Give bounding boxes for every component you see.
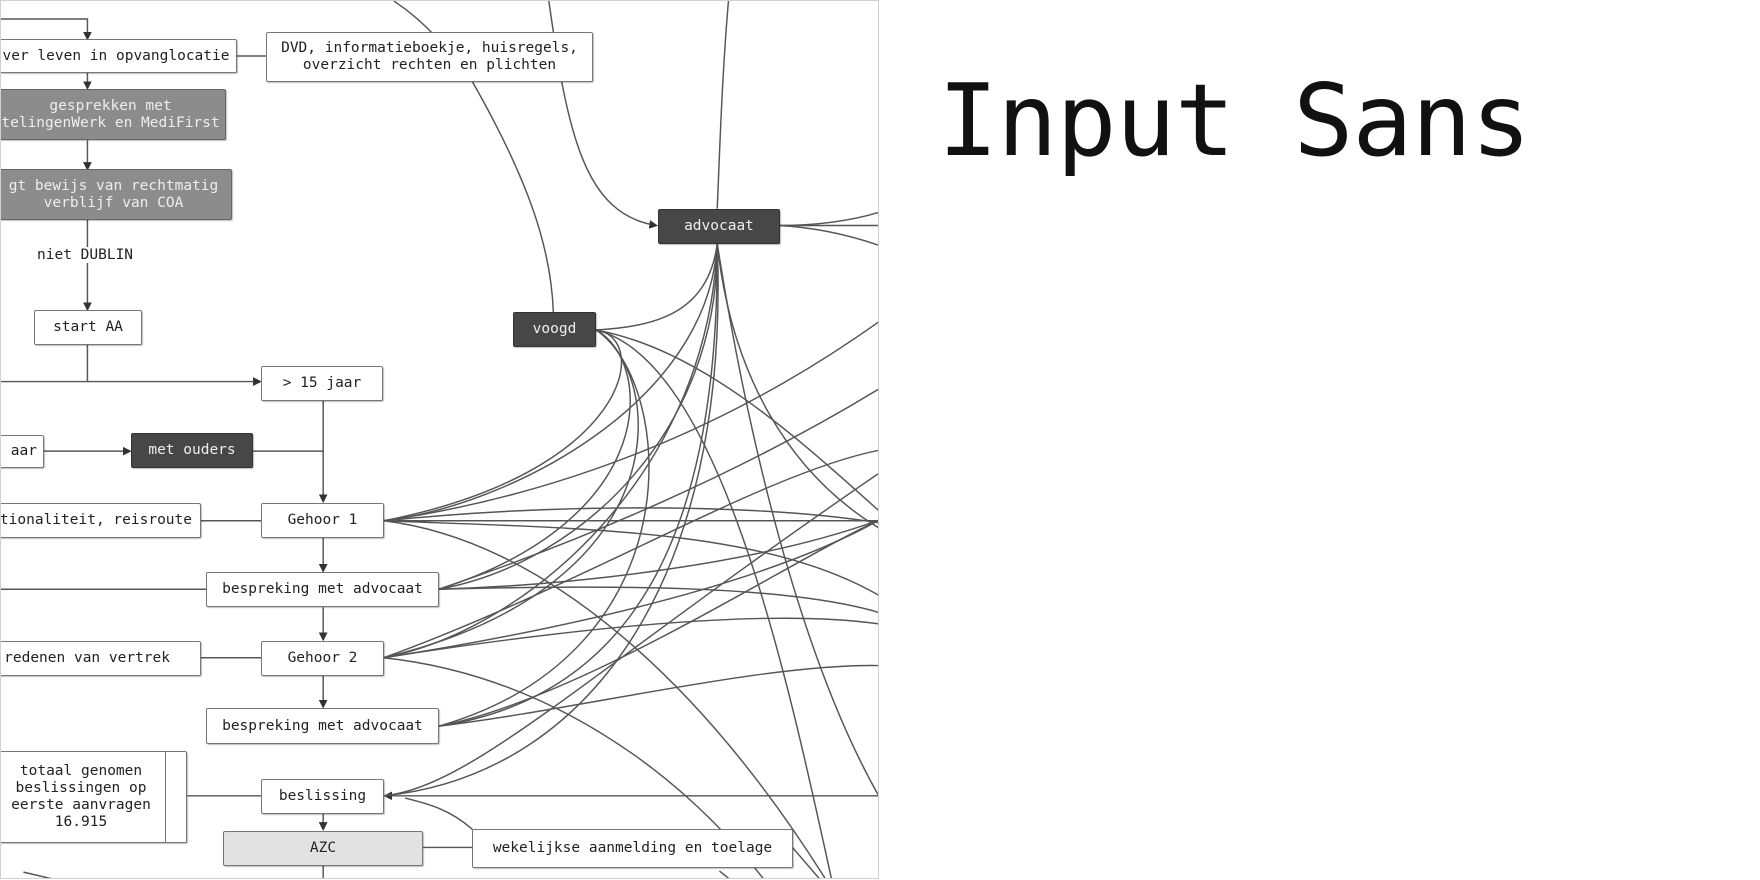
node-gehoor-2: Gehoor 2 — [261, 641, 384, 676]
node-label: aar — [10, 443, 37, 459]
node-label: verblijf van COA — [43, 194, 184, 211]
node-gehoor-1: Gehoor 1 — [261, 503, 384, 538]
main-flow-edges — [1, 18, 878, 878]
node-label: bespreking met advocaat — [222, 717, 423, 734]
node-label: wekelijkse aanmelding en toelage — [492, 840, 773, 856]
node-label: telingenWerk en MediFirst — [1, 114, 220, 131]
node-label: 16.915 — [54, 814, 108, 830]
node-wekelijkse-aanmelding: wekelijkse aanmelding en toelage — [472, 829, 793, 868]
node-start-aa: start AA — [34, 310, 142, 345]
font-name-title: Input Sans — [938, 62, 1531, 179]
node-label: Gehoor 1 — [287, 512, 358, 528]
node-azc: AZC — [223, 831, 423, 866]
node-label: gt bewijs van rechtmatig — [8, 177, 219, 194]
node-label: DVD, informatieboekje, huisregels, — [281, 40, 578, 56]
node-label: redenen van vertrek — [4, 650, 170, 666]
node-divider — [165, 752, 166, 842]
node-met-ouders: met ouders — [131, 433, 253, 468]
node-ouder-dan-15: > 15 jaar — [261, 366, 383, 401]
node-bespreking-met-advocaat-2: bespreking met advocaat — [206, 708, 439, 744]
flowchart-panel: ver leven in opvanglocatie DVD, informat… — [0, 0, 879, 879]
node-label: beslissingen op — [15, 780, 147, 796]
node-bewijs-rechtmatig-verblijf: gt bewijs van rechtmatig verblijf van CO… — [1, 169, 232, 220]
node-beslissing: beslissing — [261, 779, 384, 814]
node-label: AZC — [309, 840, 337, 856]
node-label: > 15 jaar — [282, 375, 362, 391]
node-label: ver leven in opvanglocatie — [2, 47, 230, 64]
actor-edges — [383, 1, 878, 878]
node-label: beslissing — [278, 788, 367, 804]
node-advocaat: advocaat — [658, 209, 780, 244]
node-label: voogd — [532, 321, 577, 337]
node-label: bespreking met advocaat — [222, 581, 423, 597]
node-label: met ouders — [148, 442, 236, 458]
node-label: start AA — [53, 319, 123, 335]
node-label: totaal genomen — [19, 763, 143, 779]
node-totaal-beslissingen: totaal genomen beslissingen op eerste aa… — [1, 751, 187, 843]
node-gesprekken: gesprekken met telingenWerk en MediFirst — [1, 89, 226, 140]
node-bespreking-met-advocaat-1: bespreking met advocaat — [206, 572, 439, 607]
flowchart-edges — [1, 1, 878, 878]
node-label: ationaliteit, reisroute — [0, 512, 192, 528]
node-nationaliteit-reisroute: ationaliteit, reisroute — [0, 503, 201, 538]
node-label: advocaat — [684, 218, 754, 234]
node-leven-in-opvanglocatie: ver leven in opvanglocatie — [1, 39, 237, 73]
node-dvd-informatie: DVD, informatieboekje, huisregels, overz… — [266, 32, 593, 82]
edge-label-niet-dublin: niet DUBLIN — [34, 247, 137, 263]
node-jaar: aar — [1, 435, 44, 468]
node-label: gesprekken met — [49, 97, 172, 114]
node-redenen-van-vertrek: redenen van vertrek — [1, 641, 201, 676]
node-voogd: voogd — [513, 312, 596, 347]
node-label: Gehoor 2 — [287, 650, 358, 666]
node-label: eerste aanvragen — [11, 797, 151, 813]
node-label: overzicht rechten en plichten — [302, 57, 557, 73]
